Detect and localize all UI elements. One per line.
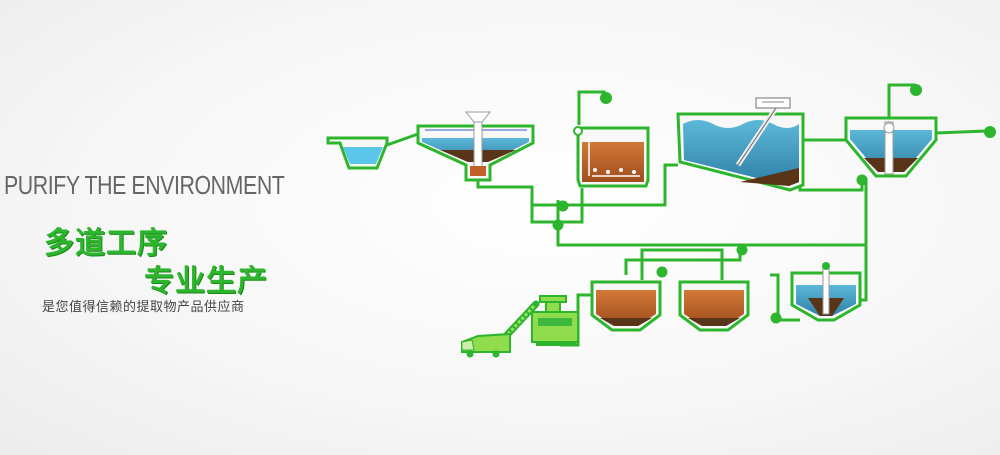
pump-icon (736, 244, 748, 256)
scraper-icon (755, 97, 791, 109)
pump-icon (910, 84, 922, 96)
conveyor-icon (502, 300, 540, 340)
headline-line-2: 专业生产 (144, 264, 268, 299)
pump-icon (656, 266, 668, 278)
sludge-thickener (790, 262, 862, 322)
pump-icon (573, 126, 583, 136)
pump-icon (770, 312, 782, 324)
aeration-tank (576, 126, 650, 188)
pump-icon (557, 200, 569, 212)
hero-text: PURIFY THE ENVIRONMENT 多道工序 专业生产 是您值得信赖的… (0, 0, 320, 455)
slogan: PURIFY THE ENVIRONMENT (4, 170, 285, 200)
screw-press-icon (531, 295, 579, 346)
sludge-digester-2 (678, 280, 750, 332)
pump-icon (552, 219, 564, 231)
primary-clarifier (416, 111, 535, 182)
pump-icon (600, 92, 612, 104)
tagline: 是您值得信赖的提取物产品供应商 (42, 300, 245, 315)
final-clarifier (844, 116, 938, 178)
sludge-digester-1 (590, 280, 662, 332)
truck-icon (461, 332, 511, 358)
inlet-channel (326, 136, 389, 170)
pump-icon (984, 126, 996, 138)
headline-line-1: 多道工序 (44, 226, 168, 261)
sedimentation-tank (676, 106, 805, 192)
pump-icon (856, 174, 868, 186)
